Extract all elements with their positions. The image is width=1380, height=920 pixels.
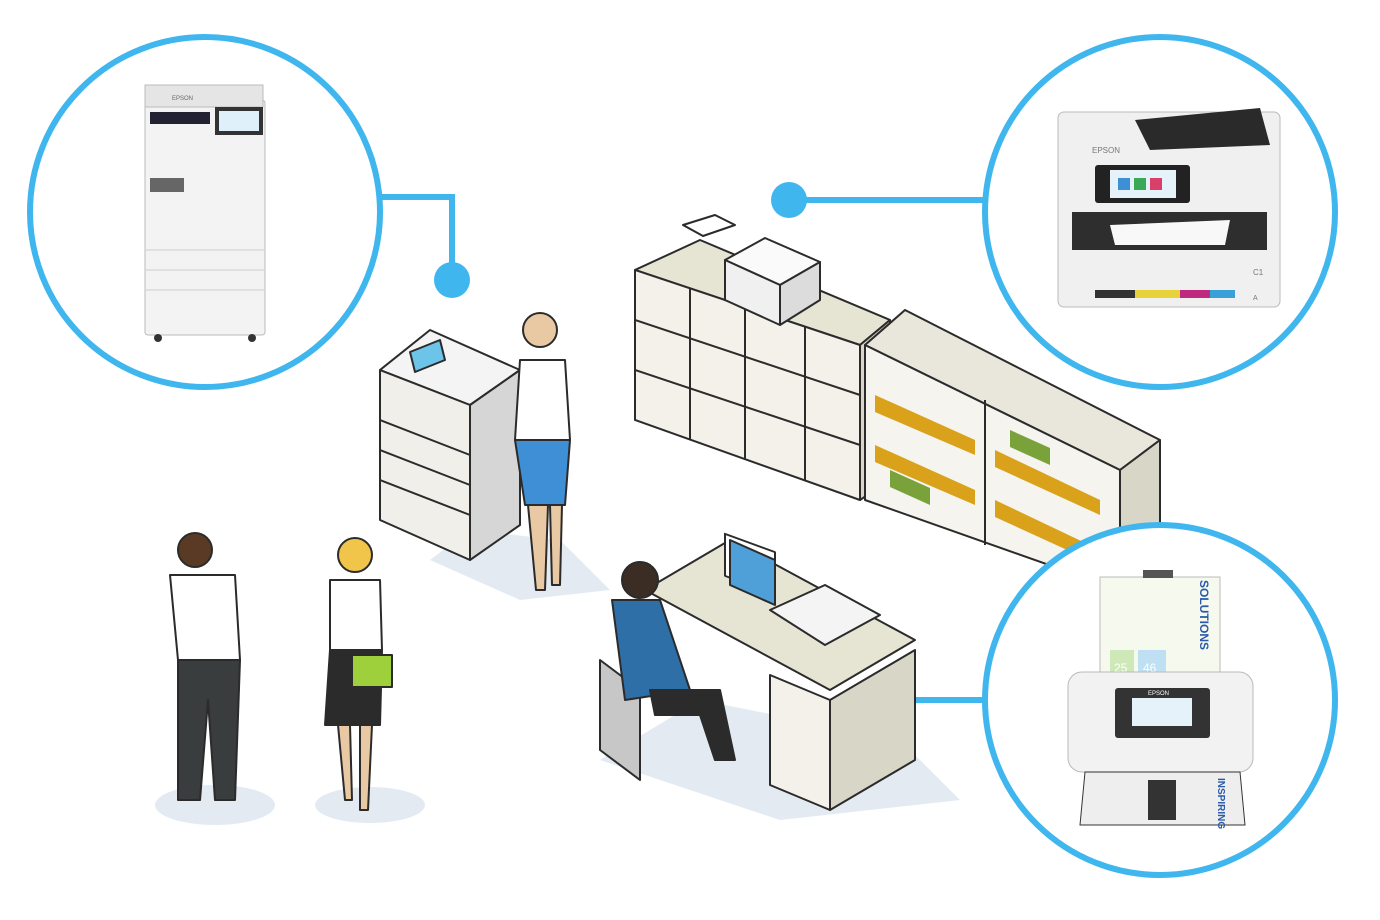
bookshelf xyxy=(864,309,1161,591)
callout-dot-copier[interactable] xyxy=(434,262,470,298)
copier-product-image: EPSON xyxy=(144,84,266,342)
seated-woman xyxy=(599,561,736,781)
callout-dot-printer[interactable] xyxy=(771,182,807,218)
scanner-output-headline: INSPIRING xyxy=(1215,778,1226,829)
counter-printer xyxy=(682,214,821,326)
printer-ink-label: A xyxy=(1253,295,1258,302)
copier-machine xyxy=(379,329,521,561)
printer-brand-label: EPSON xyxy=(1092,146,1120,155)
scanner-brand-label: EPSON xyxy=(1148,691,1169,697)
printer-product-image: EPSON C1 A xyxy=(1057,108,1281,308)
woman-with-folder xyxy=(324,537,393,811)
desk xyxy=(644,532,916,811)
callout-printer[interactable]: EPSON C1 A xyxy=(982,34,1338,390)
printer-tray-label: C1 xyxy=(1253,268,1264,277)
callout-copier[interactable]: EPSON xyxy=(27,34,383,390)
scanner-product-image: SOLUTIONS 25 46 EPSON INSPIRING xyxy=(1067,570,1254,829)
woman-at-copier xyxy=(514,312,571,591)
man-with-clipboard xyxy=(169,532,241,801)
copier-brand-label: EPSON xyxy=(172,96,193,102)
callout-scanner[interactable]: SOLUTIONS 25 46 EPSON INSPIRING xyxy=(982,522,1338,878)
scanner-feed-headline: SOLUTIONS xyxy=(1197,580,1211,650)
